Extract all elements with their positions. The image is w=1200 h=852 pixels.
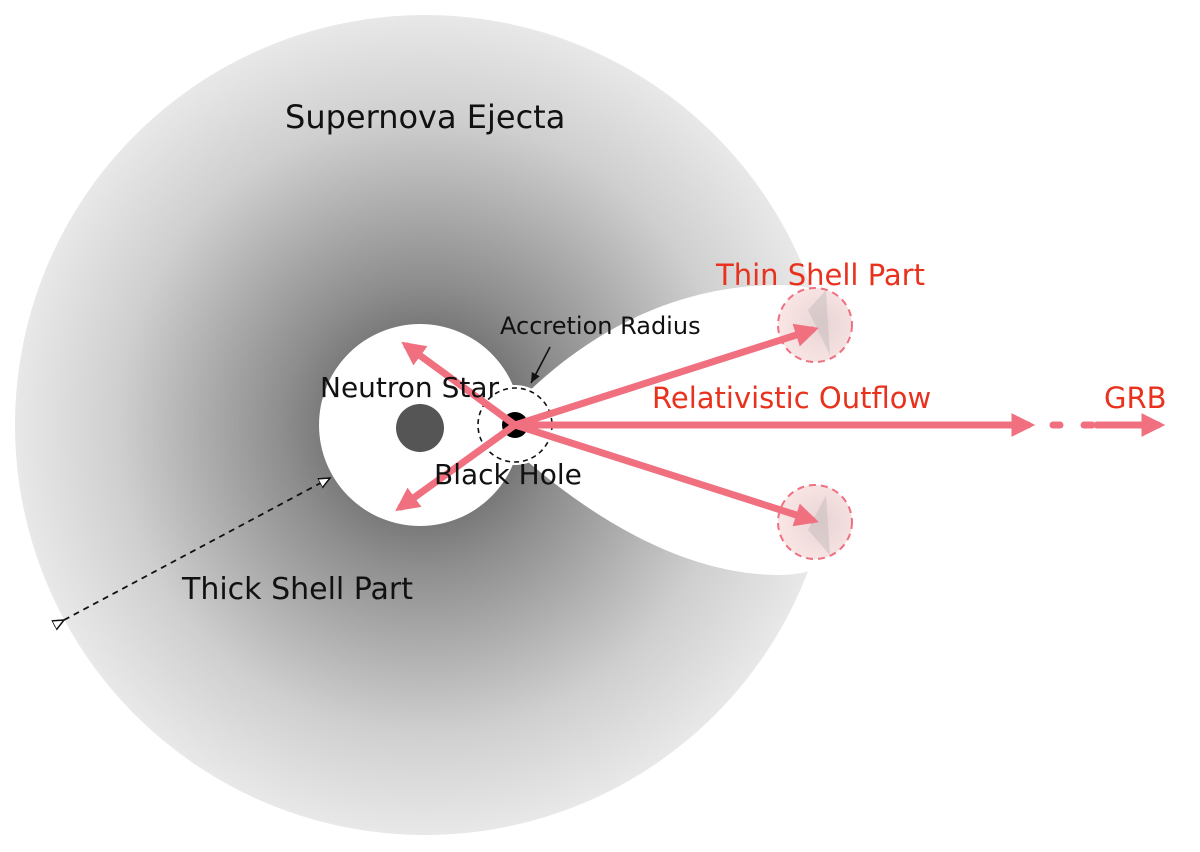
label-accretion-radius: Accretion Radius <box>500 312 701 340</box>
arrow-lower-shell <box>511 421 819 527</box>
thin-shell-wedge-upper <box>808 290 830 355</box>
cavity-lobe <box>520 285 852 575</box>
label-neutron-star: Neutron Star <box>320 371 499 404</box>
accretion-pointer <box>530 346 551 384</box>
thin-shell-blob-upper <box>777 287 853 363</box>
label-relativistic-outflow: Relativistic Outflow <box>652 381 931 415</box>
label-thin-shell-part: Thin Shell Part <box>715 258 925 292</box>
outflow-arrows <box>395 323 1166 527</box>
label-thick-shell-part: Thick Shell Part <box>181 572 413 607</box>
arrow-back-down <box>395 421 519 512</box>
thin-shell-wedge-lower <box>808 495 830 555</box>
neutron-star <box>396 404 444 452</box>
label-grb: GRB <box>1104 381 1167 415</box>
label-black-hole: Black Hole <box>434 458 582 491</box>
arrow-back-up <box>401 341 519 429</box>
arrow-upper-shell <box>511 323 819 429</box>
label-supernova-ejecta: Supernova Ejecta <box>285 98 565 136</box>
